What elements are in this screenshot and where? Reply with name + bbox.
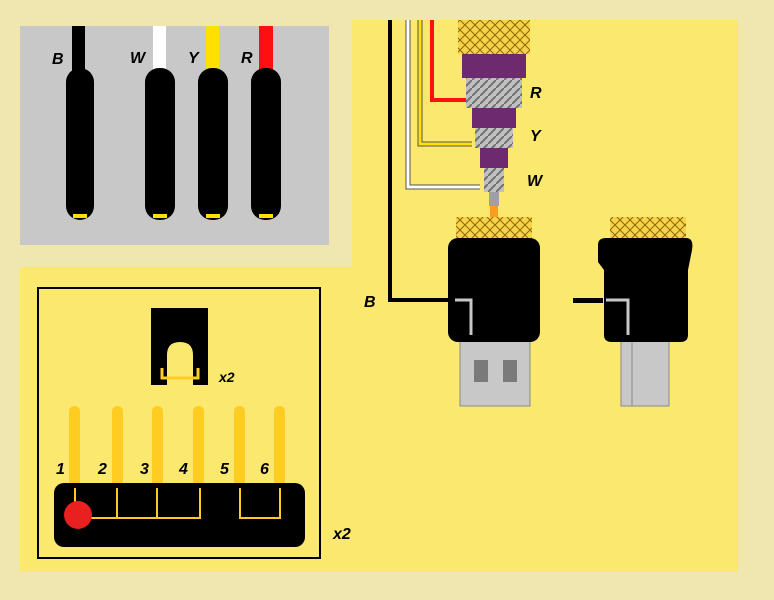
stripped-cable: R Y W B — [364, 20, 544, 311]
center-conductor — [489, 192, 499, 206]
red-wire-tip — [259, 214, 273, 218]
usb-plug-side-wire — [606, 298, 630, 335]
connector-strip-pin-1 — [69, 406, 80, 486]
white-lead-fill — [406, 20, 480, 189]
usb-plug-side-lead — [573, 298, 603, 303]
yellow-conductor-foil — [475, 128, 513, 148]
usb-plug-front-housing — [448, 238, 540, 342]
red-lead — [430, 20, 466, 102]
black-wire-tip — [73, 214, 87, 218]
connector-strip-pin-5 — [234, 406, 245, 486]
yellow-wire-tip — [206, 214, 220, 218]
pin-number-3: 3 — [140, 461, 149, 478]
yellow-wire-jacket — [198, 68, 228, 220]
strip-count-label: x2 — [332, 526, 351, 543]
red-wire — [251, 26, 281, 220]
pin-number-1: 1 — [56, 461, 65, 478]
black-wire-core — [72, 26, 85, 76]
usb-plug-front-window-right — [503, 360, 517, 382]
connector-strip-pin-6 — [274, 406, 285, 486]
usb-plug-side-metal — [620, 335, 670, 407]
pin-number-4: 4 — [178, 461, 188, 478]
usb-plug-front-braid — [456, 217, 532, 241]
yellow-wire-core — [206, 26, 219, 76]
usb-plug-front-metal — [459, 335, 531, 407]
center-conductor-tip — [490, 206, 498, 218]
wire-panel: B W Y R — [20, 26, 329, 245]
white-conductor-foil — [484, 168, 504, 192]
black-wire-jacket — [66, 68, 94, 220]
usb-plug-front-wire — [455, 298, 473, 335]
connector-strip: 1 2 3 4 5 6 — [54, 406, 305, 547]
connector-strip-pin-3 — [152, 406, 163, 486]
usb-plug-side-braid — [610, 217, 686, 241]
wire-label-black: B — [52, 51, 64, 68]
yellow-lead-fill — [418, 20, 472, 146]
white-conductor-jacket — [480, 148, 508, 168]
pin-number-2: 2 — [97, 461, 107, 478]
white-wire — [145, 26, 175, 220]
braided-shield — [458, 20, 530, 54]
red-conductor-jacket — [462, 54, 526, 78]
red-conductor-foil — [466, 78, 522, 108]
cable-label-white: W — [527, 173, 544, 190]
usb-plug-side-housing — [598, 238, 693, 342]
usb-plug-front — [448, 217, 540, 407]
terminal-count-label: x2 — [218, 369, 235, 385]
cable-label-red: R — [530, 85, 542, 102]
pin-number-5: 5 — [220, 461, 230, 478]
pin-1-marker-dot — [64, 501, 92, 529]
usb-plug-front-window-left — [474, 360, 488, 382]
yellow-wire — [198, 26, 228, 220]
wire-label-yellow: Y — [188, 50, 200, 67]
terminal-clip-body — [151, 308, 208, 385]
pin-number-6: 6 — [260, 461, 269, 478]
black-lead — [388, 20, 455, 302]
white-wire-tip — [153, 214, 167, 218]
red-wire-jacket — [251, 68, 281, 220]
terminal-clip-contact — [160, 368, 200, 380]
white-wire-core — [153, 26, 166, 76]
yellow-conductor-jacket — [472, 108, 516, 128]
usb-plug-side — [573, 217, 693, 407]
cable-label-black: B — [364, 294, 376, 311]
connector-strip-pin-2 — [112, 406, 123, 486]
red-wire-core — [259, 26, 273, 76]
black-wire — [66, 26, 94, 220]
connector-strip-pin-4 — [193, 406, 204, 486]
parts-box: x2 1 2 3 4 5 6 — [37, 287, 321, 559]
wire-label-red: R — [241, 50, 253, 67]
wire-label-white: W — [130, 50, 147, 67]
terminal-clip: x2 — [151, 308, 235, 385]
white-wire-jacket — [145, 68, 175, 220]
cable-label-yellow: Y — [530, 128, 542, 145]
connector-strip-bus-5-6 — [239, 488, 281, 519]
